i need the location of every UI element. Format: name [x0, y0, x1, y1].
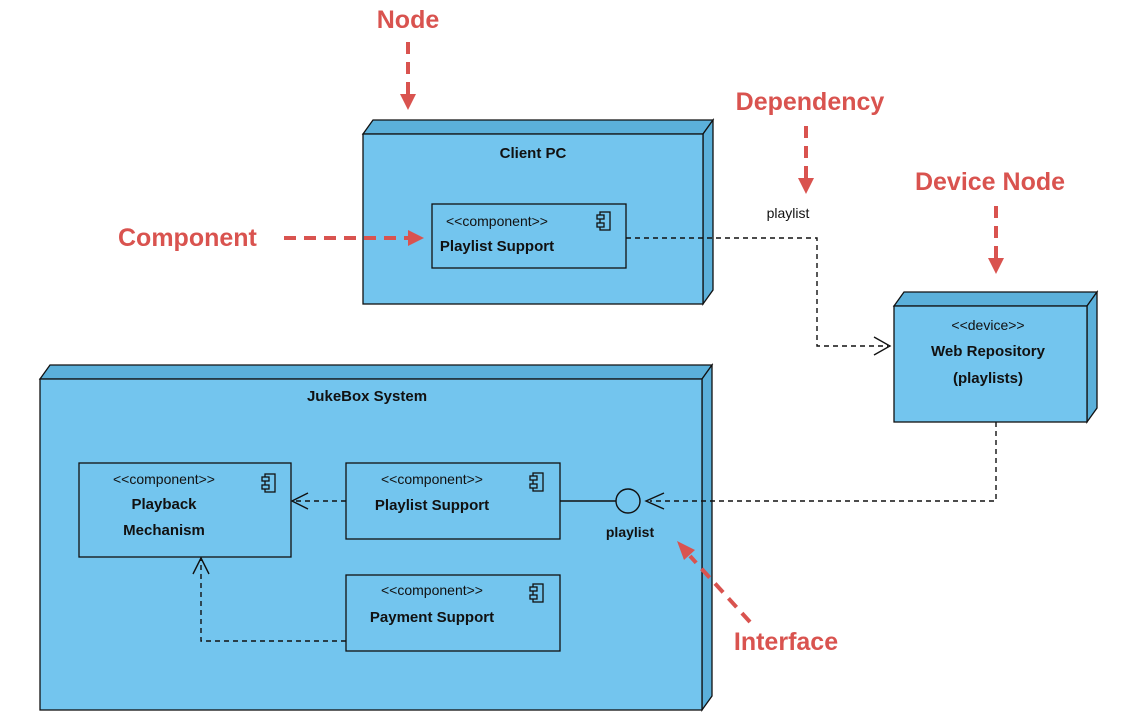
component-client-playlist-support[interactable]: <<component>> Playlist Support: [431, 203, 627, 269]
annotation-device-node: Device Node: [915, 168, 1065, 274]
annotation-component-label: Component: [118, 224, 258, 252]
annotation-node: Node: [377, 6, 440, 110]
node-web-repository[interactable]: <<device>> Web Repository (playlists): [892, 289, 1099, 425]
annotation-component: Component: [118, 224, 424, 252]
component-payment-support[interactable]: <<component>> Payment Support: [345, 574, 561, 652]
node-web-repository-title: Web Repository: [931, 343, 1046, 360]
device-stereotype: <<device>>: [951, 317, 1024, 333]
annotation-node-label: Node: [377, 6, 440, 34]
node-jukebox-title: JukeBox System: [307, 388, 427, 405]
arrow-up-left-icon: [677, 541, 695, 560]
component-name: Playback: [131, 496, 197, 513]
interface-playlist[interactable]: playlist: [560, 488, 655, 540]
payment-to-playback-dependency[interactable]: [192, 556, 346, 642]
node-web-repository-subtitle: (playlists): [953, 370, 1023, 387]
interface-lollipop-icon: [615, 488, 641, 514]
annotation-interface: Interface: [677, 541, 838, 656]
arrow-down-icon: [798, 178, 814, 194]
dependency-label: playlist: [767, 205, 810, 221]
component-stereotype: <<component>>: [381, 471, 483, 487]
playlist-to-playback-dependency[interactable]: [290, 492, 346, 510]
node-client-pc-title: Client PC: [500, 145, 567, 162]
component-name-line2: Mechanism: [123, 522, 205, 539]
annotation-dependency-label: Dependency: [736, 88, 885, 116]
dependency-connector[interactable]: playlist: [626, 205, 892, 356]
arrow-down-icon: [400, 94, 416, 110]
component-stereotype: <<component>>: [381, 582, 483, 598]
component-stereotype: <<component>>: [446, 213, 548, 229]
annotation-dependency: Dependency: [736, 88, 885, 194]
interface-label: playlist: [606, 524, 655, 540]
component-name: Playlist Support: [375, 497, 489, 514]
component-stereotype: <<component>>: [113, 471, 215, 487]
component-playback-mechanism[interactable]: <<component>> Playback Mechanism: [78, 462, 292, 558]
arrow-down-icon: [988, 258, 1004, 274]
repository-to-interface-dependency[interactable]: [644, 422, 997, 510]
arrow-right-icon: [408, 230, 424, 246]
component-name: Payment Support: [370, 609, 494, 626]
component-name: Playlist Support: [440, 238, 554, 255]
component-jukebox-playlist-support[interactable]: <<component>> Playlist Support: [345, 462, 561, 540]
annotation-interface-label: Interface: [734, 628, 838, 656]
annotation-device-node-label: Device Node: [915, 168, 1065, 196]
